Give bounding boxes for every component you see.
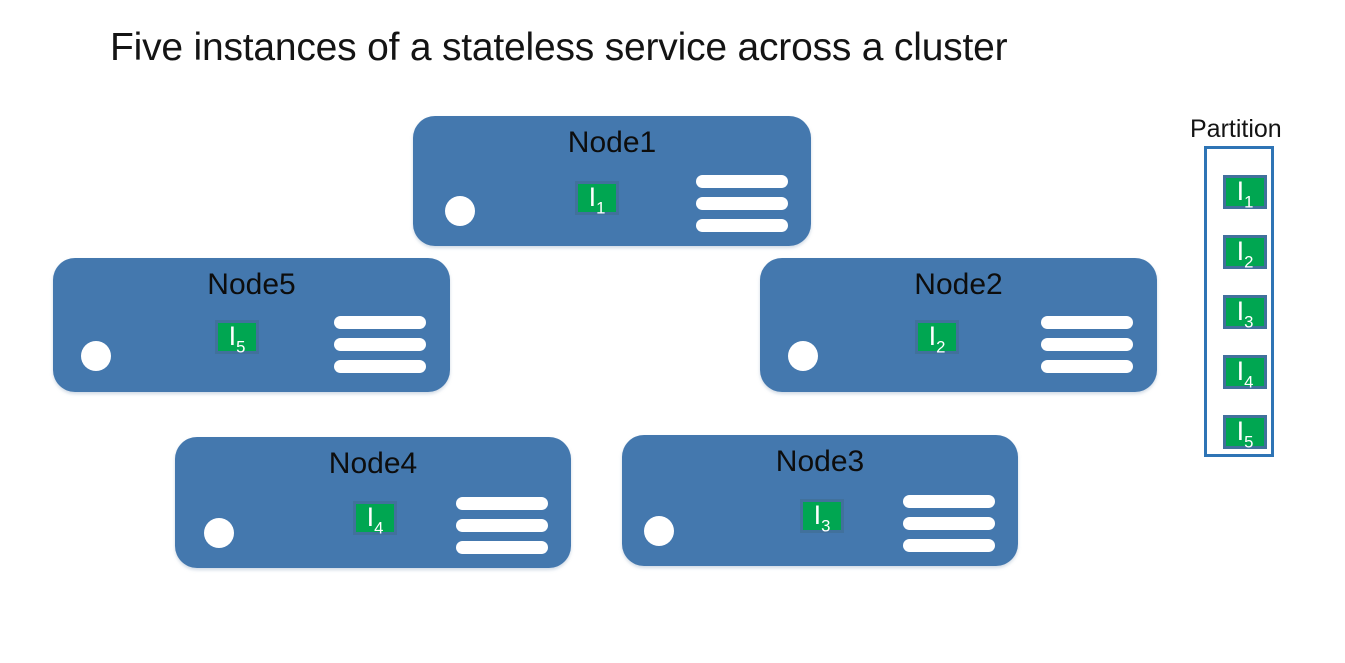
instance-label: I4 (356, 501, 394, 537)
instance-letter: I (228, 321, 237, 351)
instance-letter: I (1236, 356, 1245, 386)
instance-index: 4 (374, 518, 384, 538)
instance-letter: I (813, 500, 822, 530)
service-instance-badge[interactable]: I3 (800, 499, 844, 535)
partition-instance-label: I1 (1226, 175, 1264, 211)
rack-slot-bar (903, 495, 995, 508)
instance-letter: I (1236, 416, 1245, 446)
rack-slot-bar (456, 541, 548, 554)
partition-instance-badge[interactable]: I2 (1223, 235, 1267, 271)
node-label: Node4 (328, 447, 418, 480)
rack-slot-bar (334, 360, 426, 373)
rack-slot-bar (696, 175, 788, 188)
instance-label: I5 (218, 320, 256, 356)
partition-instance-label: I2 (1226, 235, 1264, 271)
partition-instance-label: I3 (1226, 295, 1264, 331)
instance-letter: I (1236, 296, 1245, 326)
node-label: Node1 (567, 126, 657, 159)
instance-index: 5 (236, 337, 246, 357)
power-indicator-icon (644, 516, 674, 546)
rack-slot-bar (1041, 338, 1133, 351)
service-instance-badge[interactable]: I4 (353, 501, 397, 537)
power-indicator-icon (204, 518, 234, 548)
service-instance-badge[interactable]: I5 (215, 320, 259, 356)
instance-index: 4 (1244, 372, 1254, 392)
instance-letter: I (928, 321, 937, 351)
rack-slot-bar (334, 316, 426, 329)
page-title: Five instances of a stateless service ac… (110, 26, 1008, 69)
power-indicator-icon (445, 196, 475, 226)
rack-slot-bar (1041, 316, 1133, 329)
instance-label: I2 (918, 320, 956, 356)
node-label: Node2 (914, 268, 1003, 301)
node-label: Node3 (775, 445, 865, 478)
partition-instance-badge[interactable]: I5 (1223, 415, 1267, 451)
partition-instance-badge[interactable]: I1 (1223, 175, 1267, 211)
instance-label: I1 (578, 181, 616, 217)
rack-slot-bar (903, 517, 995, 530)
rack-slot-bar (334, 338, 426, 351)
instance-index: 3 (1244, 312, 1254, 332)
rack-slots-icon (456, 497, 548, 554)
instance-letter: I (588, 182, 597, 212)
rack-slot-bar (456, 497, 548, 510)
service-instance-badge[interactable]: I2 (915, 320, 959, 356)
instance-index: 5 (1244, 432, 1254, 452)
rack-slots-icon (1041, 316, 1133, 373)
rack-slots-icon (334, 316, 426, 373)
power-indicator-icon (81, 341, 111, 371)
partition-instance-label: I4 (1226, 355, 1264, 391)
partition-instance-label: I5 (1226, 415, 1264, 451)
rack-slot-bar (696, 197, 788, 210)
rack-slot-bar (456, 519, 548, 532)
rack-slots-icon (696, 175, 788, 232)
instance-index: 3 (821, 516, 831, 536)
partition-instance-badge[interactable]: I3 (1223, 295, 1267, 331)
instance-index: 2 (936, 337, 946, 357)
instance-letter: I (366, 502, 375, 532)
instance-index: 2 (1244, 252, 1254, 272)
partition-instance-badge[interactable]: I4 (1223, 355, 1267, 391)
instance-letter: I (1236, 176, 1245, 206)
instance-index: 1 (596, 198, 606, 218)
rack-slot-bar (696, 219, 788, 232)
instance-label: I3 (803, 499, 841, 535)
partition-label: Partition (1190, 115, 1282, 143)
rack-slot-bar (903, 539, 995, 552)
instance-letter: I (1236, 236, 1245, 266)
instance-index: 1 (1244, 192, 1254, 212)
power-indicator-icon (788, 341, 818, 371)
rack-slot-bar (1041, 360, 1133, 373)
node-label: Node5 (207, 268, 296, 301)
rack-slots-icon (903, 495, 995, 552)
service-instance-badge[interactable]: I1 (575, 181, 619, 217)
